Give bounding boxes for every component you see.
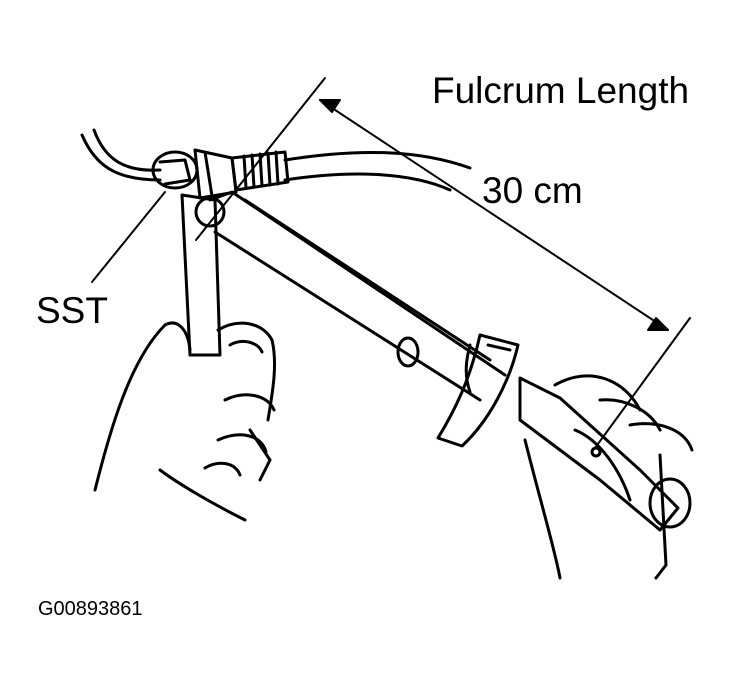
- pipe-left: [80, 133, 162, 182]
- fulcrum-dimension: [195, 77, 691, 449]
- torque-wrench-grip: [518, 376, 692, 532]
- torque-wrench-scale: [436, 333, 520, 448]
- figure-code: G00893861: [38, 598, 143, 620]
- sst-wrench-head: [151, 148, 238, 228]
- left-hand: [93, 321, 277, 522]
- torque-wrench-shaft: [208, 190, 507, 402]
- pipe-left-inner: [92, 128, 162, 172]
- hose-bottom: [283, 172, 452, 192]
- hose-top: [283, 150, 472, 170]
- sst-leader-line: [91, 191, 166, 283]
- right-hand: [523, 374, 694, 580]
- sst-label: SST: [36, 290, 108, 331]
- sst-handle: [180, 193, 222, 357]
- dimension-label: 30 cm: [482, 170, 583, 211]
- fulcrum-length-label: Fulcrum Length: [432, 70, 690, 111]
